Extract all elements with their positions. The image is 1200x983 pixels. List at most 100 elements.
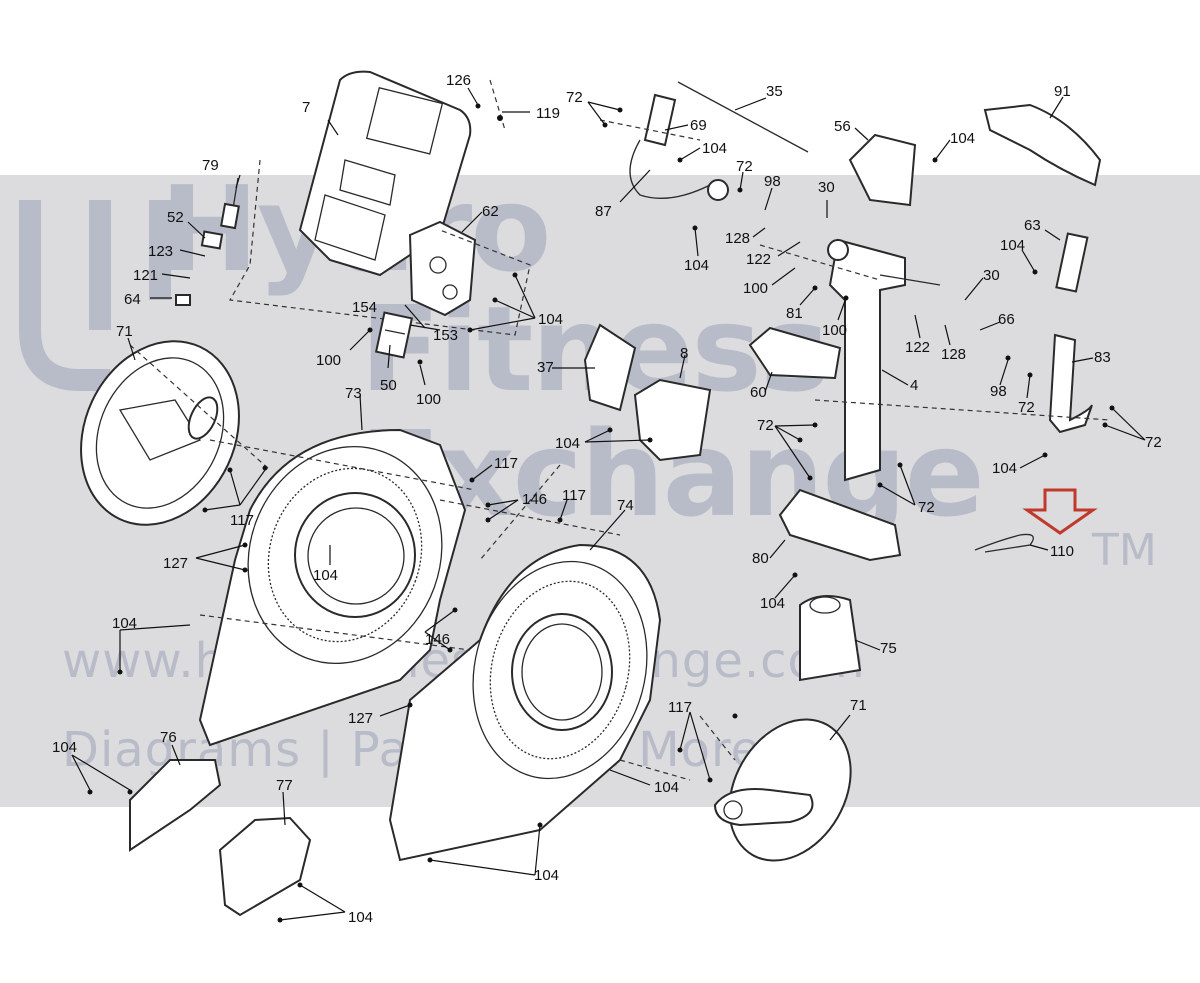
callout-83: 83 <box>1094 349 1111 366</box>
callout-87: 87 <box>595 203 612 220</box>
callout-119: 119 <box>536 105 560 122</box>
callout-104-i: 104 <box>684 257 709 274</box>
callout-100-c: 100 <box>743 280 768 297</box>
callout-104-l: 104 <box>992 460 1017 477</box>
callout-104-n: 104 <box>760 595 785 612</box>
upright-part-4 <box>827 238 941 482</box>
base-part-80 <box>778 488 902 562</box>
callout-104-f: 104 <box>534 867 559 884</box>
callout-56: 56 <box>834 118 851 135</box>
callout-121: 121 <box>133 267 158 284</box>
callout-117-a: 117 <box>230 512 254 529</box>
callout-75: 75 <box>880 640 897 657</box>
callout-122-a: 122 <box>746 251 771 268</box>
callout-146-b: 146 <box>425 631 450 648</box>
callout-35: 35 <box>766 83 783 100</box>
callout-104-d: 104 <box>52 739 77 756</box>
callout-117-d: 117 <box>668 699 692 716</box>
callout-104-h: 104 <box>702 140 727 157</box>
callout-79: 79 <box>202 157 219 174</box>
callout-104-e: 104 <box>348 909 373 926</box>
callout-154: 154 <box>352 299 377 316</box>
callout-127-b: 127 <box>348 710 373 727</box>
callout-117-c: 117 <box>562 487 586 504</box>
callout-72-f: 72 <box>918 499 935 516</box>
callout-60: 60 <box>750 384 767 401</box>
shroud-part-60 <box>748 326 842 380</box>
callout-98-a: 98 <box>764 173 781 190</box>
callout-37: 37 <box>537 359 554 376</box>
callout-104-j: 104 <box>950 130 975 147</box>
bracket-part-56 <box>848 133 917 207</box>
callout-4: 4 <box>910 377 918 394</box>
callout-72-c: 72 <box>1018 399 1035 416</box>
callout-73: 73 <box>345 385 362 402</box>
callout-52: 52 <box>167 209 184 226</box>
cap-part-91 <box>983 103 1102 187</box>
bracket-part-62 <box>408 220 477 317</box>
callout-62: 62 <box>482 203 499 220</box>
callout-122-b: 122 <box>905 339 930 356</box>
cable-part-110 <box>974 533 1034 553</box>
handlebar-part-87 <box>629 81 809 201</box>
left-disc-part-71 <box>80 340 240 526</box>
sensor-stack <box>175 159 531 336</box>
callout-126: 126 <box>446 72 471 89</box>
callout-123: 123 <box>148 243 173 260</box>
cover-part-76 <box>129 759 222 852</box>
callout-64: 64 <box>124 291 141 308</box>
callout-72-b: 72 <box>736 158 753 175</box>
callout-100-d: 100 <box>822 322 847 339</box>
callout-labels: 126 119 7 79 52 123 121 64 62 154 153 50… <box>52 72 1162 926</box>
callout-74: 74 <box>617 497 634 514</box>
callout-146-a: 146 <box>522 491 547 508</box>
shroud-part-8 <box>633 378 712 462</box>
callout-100-a: 100 <box>316 352 341 369</box>
callout-91: 91 <box>1054 83 1071 100</box>
callout-50: 50 <box>380 377 397 394</box>
flywheel-part-71 <box>713 718 852 862</box>
cover-part-77 <box>218 816 312 917</box>
callout-80: 80 <box>752 550 769 567</box>
leader-lines <box>71 87 1146 921</box>
left-shroud-part-73 <box>198 428 467 747</box>
right-shroud-part-74 <box>388 543 662 862</box>
callout-153: 153 <box>433 327 458 344</box>
callout-98-b: 98 <box>990 383 1007 400</box>
callout-76: 76 <box>160 729 177 746</box>
callout-100-b: 100 <box>416 391 441 408</box>
alignment-lines <box>129 79 1111 781</box>
callout-104-a: 104 <box>538 311 563 328</box>
callout-104-c: 104 <box>112 615 137 632</box>
callout-71-left: 71 <box>116 323 133 340</box>
callout-72-a: 72 <box>566 89 583 106</box>
callout-104-k: 104 <box>1000 237 1025 254</box>
callout-63: 63 <box>1024 217 1041 234</box>
callout-77: 77 <box>276 777 293 794</box>
callout-128-b: 128 <box>941 346 966 363</box>
shroud-part-37 <box>583 323 637 412</box>
callout-110: 110 <box>1050 543 1074 560</box>
callout-30-b: 30 <box>983 267 1000 284</box>
handlebar-part-83 <box>1048 232 1093 434</box>
callout-71-right: 71 <box>850 697 867 714</box>
base-part-75 <box>799 595 862 682</box>
hydro-logo-mark <box>19 200 171 391</box>
callout-66: 66 <box>998 311 1015 328</box>
callout-127-a: 127 <box>163 555 188 572</box>
callout-8: 8 <box>680 345 688 362</box>
highlight-arrow-icon <box>1022 488 1098 535</box>
callout-104-m: 104 <box>555 435 580 452</box>
callout-72-d: 72 <box>1145 434 1162 451</box>
callout-81: 81 <box>786 305 803 322</box>
callout-30-a: 30 <box>818 179 835 196</box>
callout-117-b: 117 <box>494 455 518 472</box>
callout-128-a: 128 <box>725 230 750 247</box>
callout-72-e: 72 <box>757 417 774 434</box>
console-part-7 <box>298 70 472 277</box>
callout-104-b: 104 <box>313 567 338 584</box>
callout-104-g: 104 <box>654 779 679 796</box>
fastener-dots <box>87 103 1115 923</box>
